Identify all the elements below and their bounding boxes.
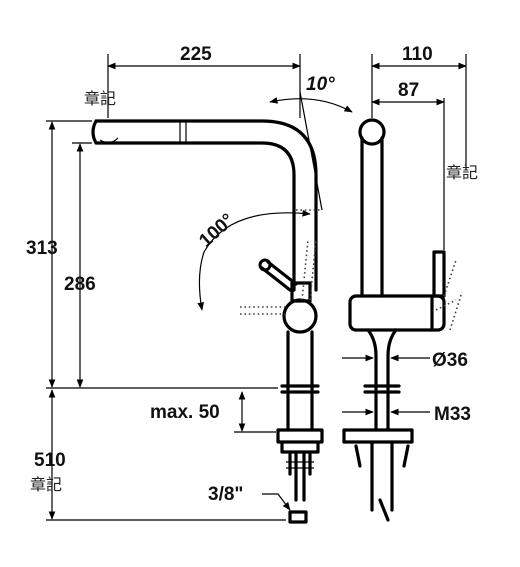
label-width-side-inner: 87 bbox=[398, 80, 419, 101]
side-dotted-lever-travel bbox=[435, 259, 463, 331]
label-diameter: Ø36 bbox=[432, 350, 468, 371]
side-lever bbox=[432, 250, 446, 298]
spout-rotated-position bbox=[240, 209, 320, 315]
side-view bbox=[342, 118, 463, 522]
label-height-spout: 286 bbox=[64, 274, 96, 295]
spout-end-circle bbox=[358, 118, 386, 146]
stamp-bottom-left: 章記 bbox=[30, 475, 62, 494]
nuts bbox=[286, 461, 314, 469]
side-body-block bbox=[348, 294, 446, 332]
label-height-total: 313 bbox=[26, 238, 58, 259]
label-total-length: 510 bbox=[34, 450, 66, 471]
mount-plate bbox=[276, 428, 324, 454]
side-stem bbox=[366, 328, 398, 432]
spray-head-nozzle bbox=[99, 137, 119, 144]
dimension-lines bbox=[46, 54, 467, 521]
spout-outline bbox=[91, 119, 318, 292]
label-thread: M33 bbox=[434, 404, 471, 425]
label-lever-angle: 100° bbox=[195, 210, 238, 252]
side-mount-plate bbox=[342, 428, 414, 444]
side-spout bbox=[360, 136, 384, 298]
side-bolts bbox=[354, 440, 410, 522]
mounting-bolts bbox=[288, 450, 312, 524]
label-width-spout: 225 bbox=[180, 44, 212, 65]
stamp-top-left: 章記 bbox=[84, 89, 116, 108]
stamp-right: 章記 bbox=[446, 163, 478, 182]
label-swivel-angle: 10° bbox=[306, 74, 335, 95]
label-width-side: 110 bbox=[402, 44, 433, 65]
side-base-ring bbox=[363, 384, 401, 394]
label-hose-thread: 3/8" bbox=[208, 484, 243, 505]
label-max-thickness: max. 50 bbox=[150, 402, 220, 423]
front-view bbox=[91, 119, 324, 524]
faucet-stem bbox=[286, 330, 314, 432]
body-circle bbox=[282, 298, 318, 334]
base-ring bbox=[280, 384, 320, 394]
